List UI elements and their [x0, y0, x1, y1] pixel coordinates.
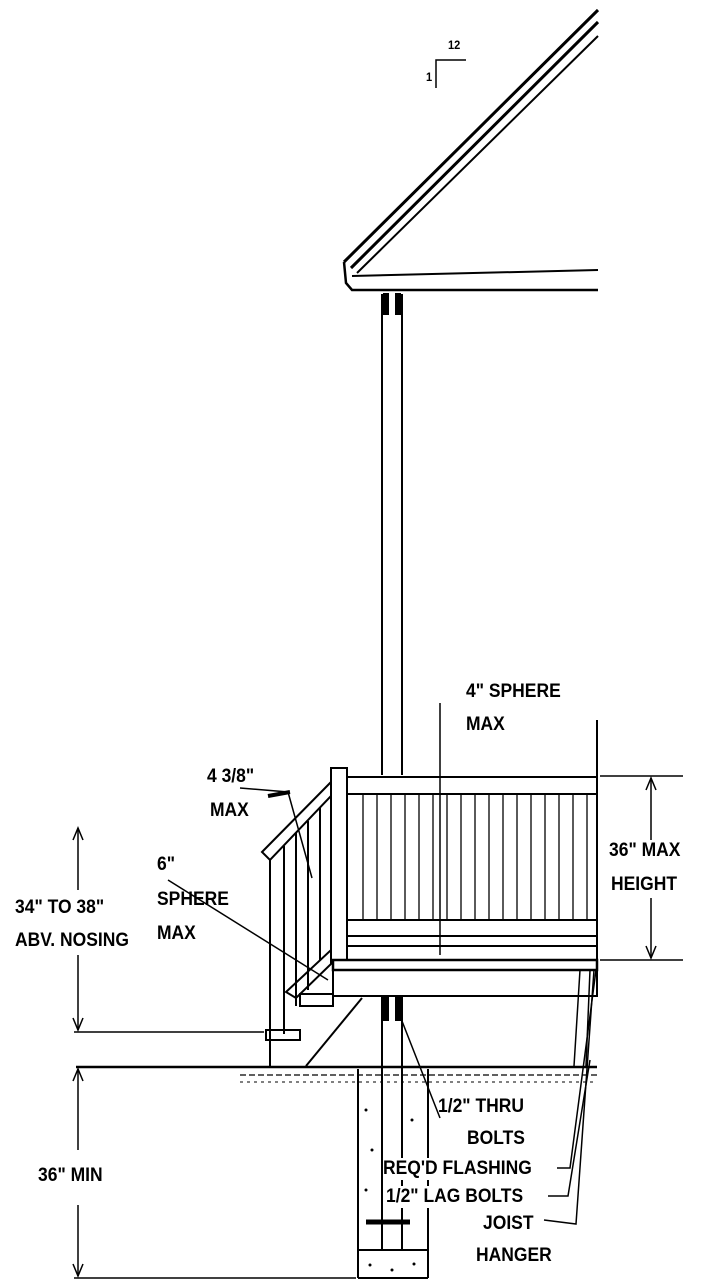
stair-sphere-label-1: 6": [157, 854, 176, 875]
leader-stair-opening: [239, 787, 313, 879]
leader-thru-bolts: [399, 1015, 441, 1119]
stair-opening-label-2: MAX: [210, 800, 249, 821]
guard-sphere-label-1: 4" SPHERE: [466, 681, 561, 702]
handrail-height-label-1: 34" TO 38": [15, 897, 105, 918]
lag-bolts-label: 1/2" LAG BOLTS: [386, 1186, 524, 1208]
porch-post: [381, 293, 403, 775]
roof-pitch-rise: 12: [448, 38, 461, 52]
handrail-height-label-2: ABV. NOSING: [15, 930, 129, 951]
stair: [260, 779, 334, 1066]
stair-opening-label-1: 4 3/8": [207, 766, 255, 787]
joist-hanger-label-2: HANGER: [476, 1245, 552, 1266]
leader-lag-bolts: [548, 1059, 591, 1197]
grade-line: [76, 1065, 597, 1083]
leader-stair-sphere: [167, 879, 329, 981]
leader-flashing: [557, 969, 597, 1169]
joist-hanger-label-1: JOIST: [483, 1213, 534, 1234]
roof: [342, 8, 600, 292]
dimension-guard-height: [600, 775, 683, 961]
dimension-footing-depth: [72, 1067, 356, 1279]
footing: [357, 996, 429, 1279]
guard-sphere-label-2: MAX: [466, 714, 505, 735]
footing-depth-label: 36" MIN: [38, 1165, 103, 1186]
guard-height-label-2: HEIGHT: [611, 874, 678, 895]
flashing-label: REQ'D FLASHING: [383, 1158, 532, 1180]
guard-rail: [330, 720, 598, 968]
thru-bolts-label-1: 1/2" THRU: [438, 1096, 525, 1117]
deck-platform: [305, 958, 599, 1067]
thru-bolts-label-2: BOLTS: [467, 1128, 525, 1149]
roof-pitch-symbol: [435, 59, 466, 88]
roof-pitch-run: 1: [426, 70, 433, 84]
stair-sphere-label-3: MAX: [157, 923, 196, 944]
guard-height-label-1: 36" MAX: [609, 840, 681, 861]
leader-joist-hanger: [543, 969, 595, 1225]
dimension-handrail-height: [72, 826, 264, 1033]
stair-sphere-label-2: SPHERE: [157, 889, 229, 910]
